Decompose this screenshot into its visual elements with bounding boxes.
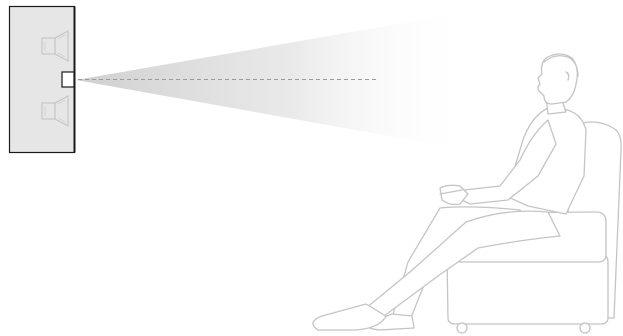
viewer-figure bbox=[312, 53, 587, 331]
sensor-beam bbox=[76, 10, 478, 152]
speaker-icon bbox=[41, 95, 69, 127]
sensor-icon bbox=[61, 71, 75, 88]
speaker-icon bbox=[41, 30, 69, 62]
